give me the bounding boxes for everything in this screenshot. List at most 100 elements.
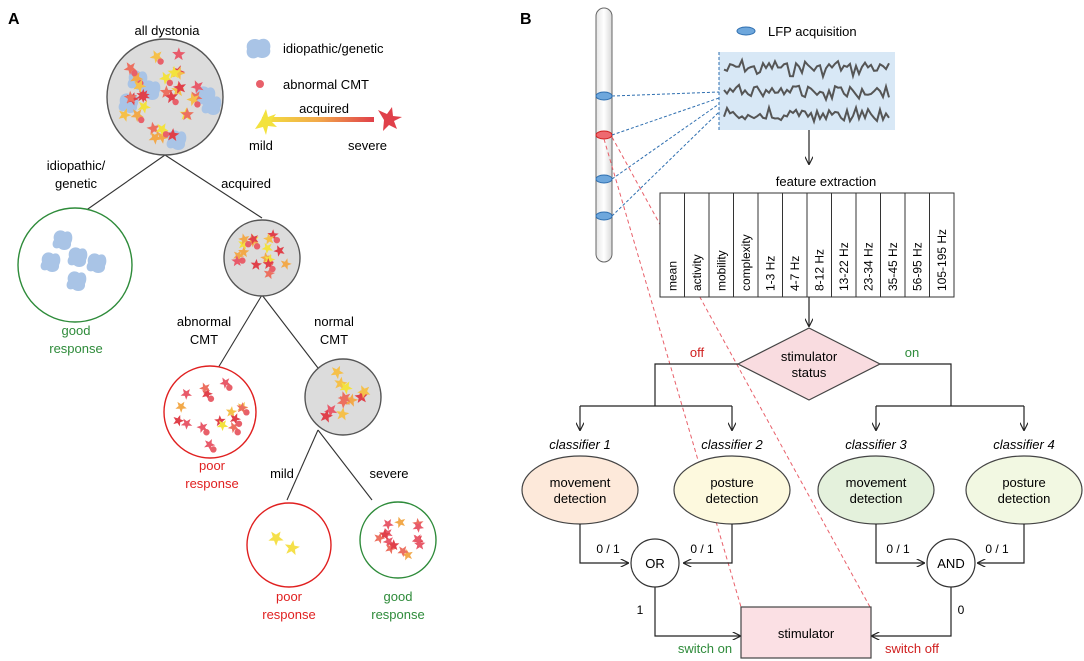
- cmt-glyph: [239, 257, 246, 264]
- stim-connectors: [603, 136, 871, 608]
- electrode-contact-1: [595, 91, 613, 101]
- classifier-1-ellipse: [521, 455, 639, 525]
- cmt-glyph: [245, 241, 252, 248]
- neuron-glyph: [225, 406, 238, 418]
- poor-response-1-line1: poor: [199, 458, 226, 473]
- neuron-glyph: [414, 538, 426, 550]
- neuron-glyph: [397, 546, 409, 558]
- feature-label: mobility: [714, 250, 728, 291]
- cell-glyphs: [40, 47, 426, 561]
- neuron-glyph: [155, 130, 169, 144]
- status-line2: status: [792, 365, 827, 380]
- neuron-glyph: [118, 108, 132, 122]
- feature-label: 1-3 Hz: [763, 256, 777, 291]
- neuron-glyph: [219, 377, 231, 389]
- neuron-glyph: [173, 80, 186, 94]
- good-response-1-line1: good: [62, 323, 91, 338]
- classifier-3-line1: movement: [846, 475, 907, 490]
- severe-circle: [359, 501, 437, 579]
- neuron-glyph: [268, 531, 284, 546]
- neuron-glyph: [190, 80, 204, 94]
- idiopathic-legend-icon: [246, 38, 271, 59]
- cmt-glyph: [138, 116, 145, 124]
- cmt-glyph: [207, 395, 215, 402]
- lfp-connectors: [611, 91, 720, 217]
- idiopathic-glyph: [40, 252, 61, 273]
- good-response-2-line1: good: [384, 589, 413, 604]
- poor-response-1-line2: response: [185, 476, 238, 491]
- branch-abnormal-line2: CMT: [190, 332, 218, 347]
- branch-idiopathic-line1: idiopathic/: [47, 158, 106, 173]
- neuron-glyph: [273, 245, 285, 257]
- and-output-label: 0: [958, 603, 965, 617]
- binary-label-2: 0 / 1: [690, 542, 714, 556]
- neuron-glyph: [148, 131, 162, 145]
- poor-response-2-line2: response: [262, 607, 315, 622]
- neuron-glyph: [173, 415, 185, 427]
- neuron-glyph: [382, 519, 394, 531]
- lfp-trace-2: [723, 82, 890, 103]
- neuron-glyph: [180, 388, 192, 400]
- binary-label-1: 0 / 1: [596, 542, 620, 556]
- stimulator-label: stimulator: [778, 626, 835, 641]
- classifier-3-title: classifier 3: [845, 437, 907, 452]
- branch-mild: mild: [270, 466, 294, 481]
- neuron-glyph: [123, 62, 137, 76]
- classifier-2-line2: detection: [706, 491, 759, 506]
- gate-wiring: [579, 524, 1025, 636]
- status-branches: [580, 363, 1024, 430]
- neuron-glyph: [336, 407, 350, 421]
- binary-label-3: 0 / 1: [886, 542, 910, 556]
- feature-extraction-label: feature extraction: [776, 174, 876, 189]
- panel-b: B LFP acquisition feature extracti: [520, 7, 1083, 659]
- neuron-glyph: [166, 128, 180, 142]
- stimulator-box: [740, 606, 872, 659]
- classifier-2-ellipse: [673, 455, 791, 525]
- good-response-2-line2: response: [371, 607, 424, 622]
- classifier-1-line1: movement: [550, 475, 611, 490]
- binary-label-4: 0 / 1: [985, 542, 1009, 556]
- cmt-glyph: [210, 446, 217, 453]
- poor-response-2-line1: poor: [276, 589, 303, 604]
- panel-a: A all dystonia idiopathic/genetic abnorm…: [8, 11, 437, 622]
- classifier-4-ellipse: [965, 455, 1083, 525]
- switch-off-label: switch off: [885, 641, 939, 656]
- electrode-contact-4: [595, 211, 613, 221]
- electrode-contact-3: [595, 174, 613, 184]
- neuron-glyph: [123, 90, 138, 104]
- neuron-glyph: [394, 516, 406, 529]
- feature-label: 35-45 Hz: [886, 242, 900, 291]
- cmt-glyph: [226, 384, 233, 391]
- legend-acquired: acquired: [299, 101, 349, 116]
- neuron-glyph: [149, 50, 163, 64]
- severe-star-icon: [378, 107, 402, 131]
- legend-abnormal-cmt: abnormal CMT: [283, 77, 369, 92]
- neuron-glyph: [247, 233, 259, 245]
- neuron-glyph: [412, 521, 424, 533]
- lfp-acquisition-label: LFP acquisition: [768, 24, 857, 39]
- abnormal-cmt-circle: [163, 365, 257, 459]
- neuron-glyph: [261, 242, 273, 254]
- classifier-1-line2: detection: [554, 491, 607, 506]
- feature-label: 105-195 Hz: [935, 229, 949, 291]
- tree-lines: [74, 154, 373, 501]
- feature-label: 23-34 Hz: [861, 242, 875, 291]
- cmt-glyph: [269, 265, 276, 273]
- stimulator-status-diamond: [736, 327, 882, 401]
- neuron-glyph: [280, 258, 292, 270]
- neuron-glyph: [137, 100, 151, 114]
- neuron-glyph: [401, 549, 413, 561]
- cmt-glyph: [194, 101, 201, 108]
- all-dystonia-circle: [106, 38, 224, 156]
- neuron-glyph: [354, 390, 368, 403]
- neuron-glyph: [172, 47, 186, 61]
- neuron-glyph: [216, 420, 229, 432]
- or-gate: [630, 538, 680, 588]
- cmt-glyph: [162, 131, 170, 138]
- classifier-3-line2: detection: [850, 491, 903, 506]
- neuron-glyph: [231, 255, 243, 267]
- classifier-2-line1: posture: [710, 475, 753, 490]
- idiopathic-glyph: [201, 95, 222, 116]
- branch-normal-line1: normal: [314, 314, 354, 329]
- cmt-glyph: [253, 243, 261, 250]
